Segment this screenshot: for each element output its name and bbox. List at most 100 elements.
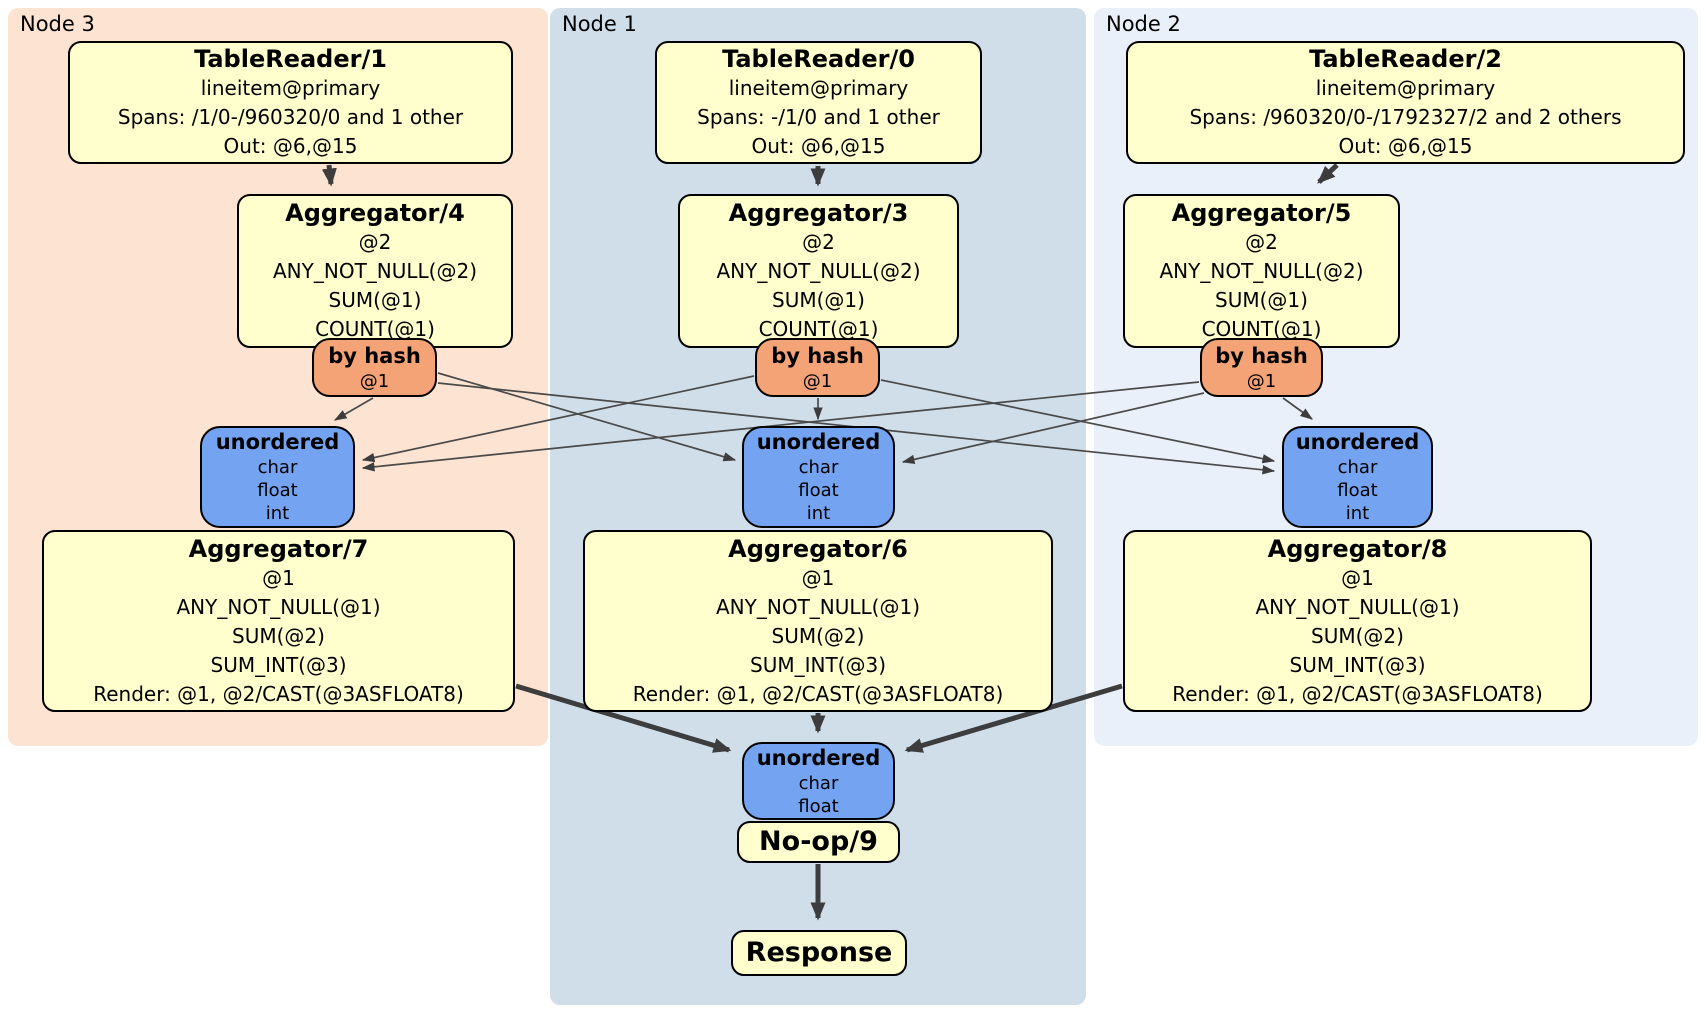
router-key: @1 bbox=[359, 370, 390, 392]
processor-detail: @1 bbox=[262, 565, 295, 590]
sync-unordered-middle: unordered char float int bbox=[742, 426, 895, 528]
processor-detail: @2 bbox=[358, 230, 392, 254]
processor-detail: lineitem@primary bbox=[1315, 76, 1496, 100]
cluster-node-2-label: Node 2 bbox=[1106, 12, 1181, 36]
router-title: by hash bbox=[328, 343, 421, 368]
router-by-hash-left: by hash @1 bbox=[312, 338, 437, 397]
processor-detail: SUM(@1) bbox=[772, 288, 865, 312]
sync-title: unordered bbox=[756, 430, 881, 454]
processor-detail: SUM(@1) bbox=[1215, 288, 1308, 312]
processor-title: Aggregator/8 bbox=[1267, 534, 1448, 563]
router-by-hash-middle: by hash @1 bbox=[755, 338, 880, 397]
processor-title: No-op/9 bbox=[759, 826, 878, 857]
edge-routerR-syncL bbox=[361, 381, 1200, 472]
cluster-node-1-label: Node 1 bbox=[562, 12, 637, 36]
router-key: @1 bbox=[802, 370, 833, 392]
processor-response: Response bbox=[731, 930, 907, 976]
processor-aggregator-4: Aggregator/4 @2 ANY_NOT_NULL(@2) SUM(@1)… bbox=[237, 194, 513, 348]
sync-unordered-left: unordered char float int bbox=[200, 426, 355, 528]
processor-detail: Out: @6,@15 bbox=[751, 134, 886, 158]
edge-tablereader2-aggregator5 bbox=[1317, 163, 1339, 184]
sync-title: unordered bbox=[756, 745, 881, 770]
edge-routerL-syncM bbox=[437, 372, 737, 462]
edge-aggregator8-final-sync bbox=[904, 683, 1123, 753]
sync-unordered-right: unordered char float int bbox=[1282, 426, 1433, 528]
processor-title: TableReader/1 bbox=[194, 45, 387, 73]
processor-detail: @1 bbox=[801, 565, 835, 590]
processor-detail: SUM(@2) bbox=[232, 623, 325, 648]
processor-detail: Render: @1, @2/CAST(@3ASFLOAT8) bbox=[1172, 681, 1543, 706]
processor-detail: COUNT(@1) bbox=[758, 317, 879, 341]
processor-aggregator-8: Aggregator/8 @1 ANY_NOT_NULL(@1) SUM(@2)… bbox=[1123, 530, 1592, 712]
router-title: by hash bbox=[771, 343, 864, 368]
sync-col: int bbox=[806, 503, 831, 524]
edge-routerR-syncR bbox=[1282, 397, 1313, 420]
sync-col: float bbox=[798, 480, 839, 501]
processor-detail: lineitem@primary bbox=[728, 76, 909, 100]
processor-detail: ANY_NOT_NULL(@1) bbox=[1255, 594, 1460, 619]
router-by-hash-right: by hash @1 bbox=[1200, 338, 1323, 397]
processor-detail: Render: @1, @2/CAST(@3ASFLOAT8) bbox=[93, 681, 464, 706]
processor-detail: lineitem@primary bbox=[200, 76, 381, 100]
processor-detail: ANY_NOT_NULL(@2) bbox=[716, 259, 921, 283]
processor-detail: Render: @1, @2/CAST(@3ASFLOAT8) bbox=[632, 681, 1004, 706]
sync-col: int bbox=[265, 503, 290, 524]
edge-tablereader1-aggregator4 bbox=[321, 164, 337, 187]
router-key: @1 bbox=[1246, 370, 1277, 392]
cluster-node-3-label: Node 3 bbox=[20, 12, 95, 36]
edge-aggregator7-final-sync bbox=[515, 683, 732, 753]
processor-detail: @1 bbox=[1341, 565, 1374, 590]
sync-unordered-final: unordered char float bbox=[742, 742, 895, 820]
processor-detail: COUNT(@1) bbox=[315, 317, 435, 341]
edge-routerM-syncR bbox=[880, 379, 1276, 464]
sync-col: char bbox=[798, 457, 839, 478]
processor-detail: ANY_NOT_NULL(@1) bbox=[716, 594, 920, 619]
sync-title: unordered bbox=[1295, 430, 1420, 454]
processor-aggregator-7: Aggregator/7 @1 ANY_NOT_NULL(@1) SUM(@2)… bbox=[42, 530, 515, 712]
processor-title: Response bbox=[745, 937, 893, 968]
processor-title: TableReader/2 bbox=[1309, 45, 1502, 73]
sync-col: int bbox=[1345, 503, 1370, 524]
processor-detail: Spans: /960320/0-/1792327/2 and 2 others bbox=[1189, 105, 1622, 129]
processor-tablereader-0: TableReader/0 lineitem@primary Spans: -/… bbox=[655, 41, 982, 164]
sync-title: unordered bbox=[215, 430, 340, 454]
edge-routerL-syncL bbox=[333, 397, 374, 421]
processor-aggregator-5: Aggregator/5 @2 ANY_NOT_NULL(@2) SUM(@1)… bbox=[1123, 194, 1400, 348]
processor-detail: Out: @6,@15 bbox=[1338, 134, 1473, 158]
processor-aggregator-3: Aggregator/3 @2 ANY_NOT_NULL(@2) SUM(@1)… bbox=[678, 194, 959, 348]
processor-detail: ANY_NOT_NULL(@2) bbox=[1159, 259, 1364, 283]
edge-routerM-syncL bbox=[361, 375, 755, 463]
processor-title: Aggregator/7 bbox=[188, 534, 369, 563]
edge-routerR-syncM bbox=[901, 392, 1205, 464]
processor-detail: SUM(@2) bbox=[1311, 623, 1404, 648]
processor-detail: Out: @6,@15 bbox=[223, 134, 358, 158]
processor-detail: SUM_INT(@3) bbox=[210, 652, 347, 677]
processor-detail: @2 bbox=[802, 230, 835, 254]
processor-title: Aggregator/6 bbox=[728, 534, 908, 563]
sync-col: float bbox=[798, 795, 839, 817]
sync-col: char bbox=[798, 772, 839, 794]
processor-detail: SUM_INT(@3) bbox=[750, 652, 886, 677]
processor-detail: ANY_NOT_NULL(@2) bbox=[273, 259, 477, 283]
processor-detail: ANY_NOT_NULL(@1) bbox=[176, 594, 381, 619]
sync-col: char bbox=[257, 457, 298, 478]
processor-detail: Spans: -/1/0 and 1 other bbox=[697, 105, 940, 129]
processor-title: Aggregator/5 bbox=[1171, 199, 1352, 227]
sync-col: float bbox=[257, 480, 298, 501]
processor-tablereader-2: TableReader/2 lineitem@primary Spans: /9… bbox=[1126, 41, 1685, 164]
processor-detail: SUM_INT(@3) bbox=[1289, 652, 1426, 677]
sync-col: char bbox=[1337, 457, 1378, 478]
processor-detail: Spans: /1/0-/960320/0 and 1 other bbox=[117, 105, 464, 129]
processor-tablereader-1: TableReader/1 lineitem@primary Spans: /1… bbox=[68, 41, 513, 164]
processor-title: Aggregator/3 bbox=[728, 199, 909, 227]
processor-detail: SUM(@1) bbox=[328, 288, 422, 312]
processor-detail: @2 bbox=[1245, 230, 1278, 254]
processor-detail: COUNT(@1) bbox=[1201, 317, 1322, 341]
processor-title: Aggregator/4 bbox=[285, 199, 465, 227]
processor-detail: SUM(@2) bbox=[771, 623, 865, 648]
processor-aggregator-6: Aggregator/6 @1 ANY_NOT_NULL(@1) SUM(@2)… bbox=[583, 530, 1053, 712]
processor-noop-9: No-op/9 bbox=[737, 821, 900, 863]
sync-col: float bbox=[1337, 480, 1378, 501]
